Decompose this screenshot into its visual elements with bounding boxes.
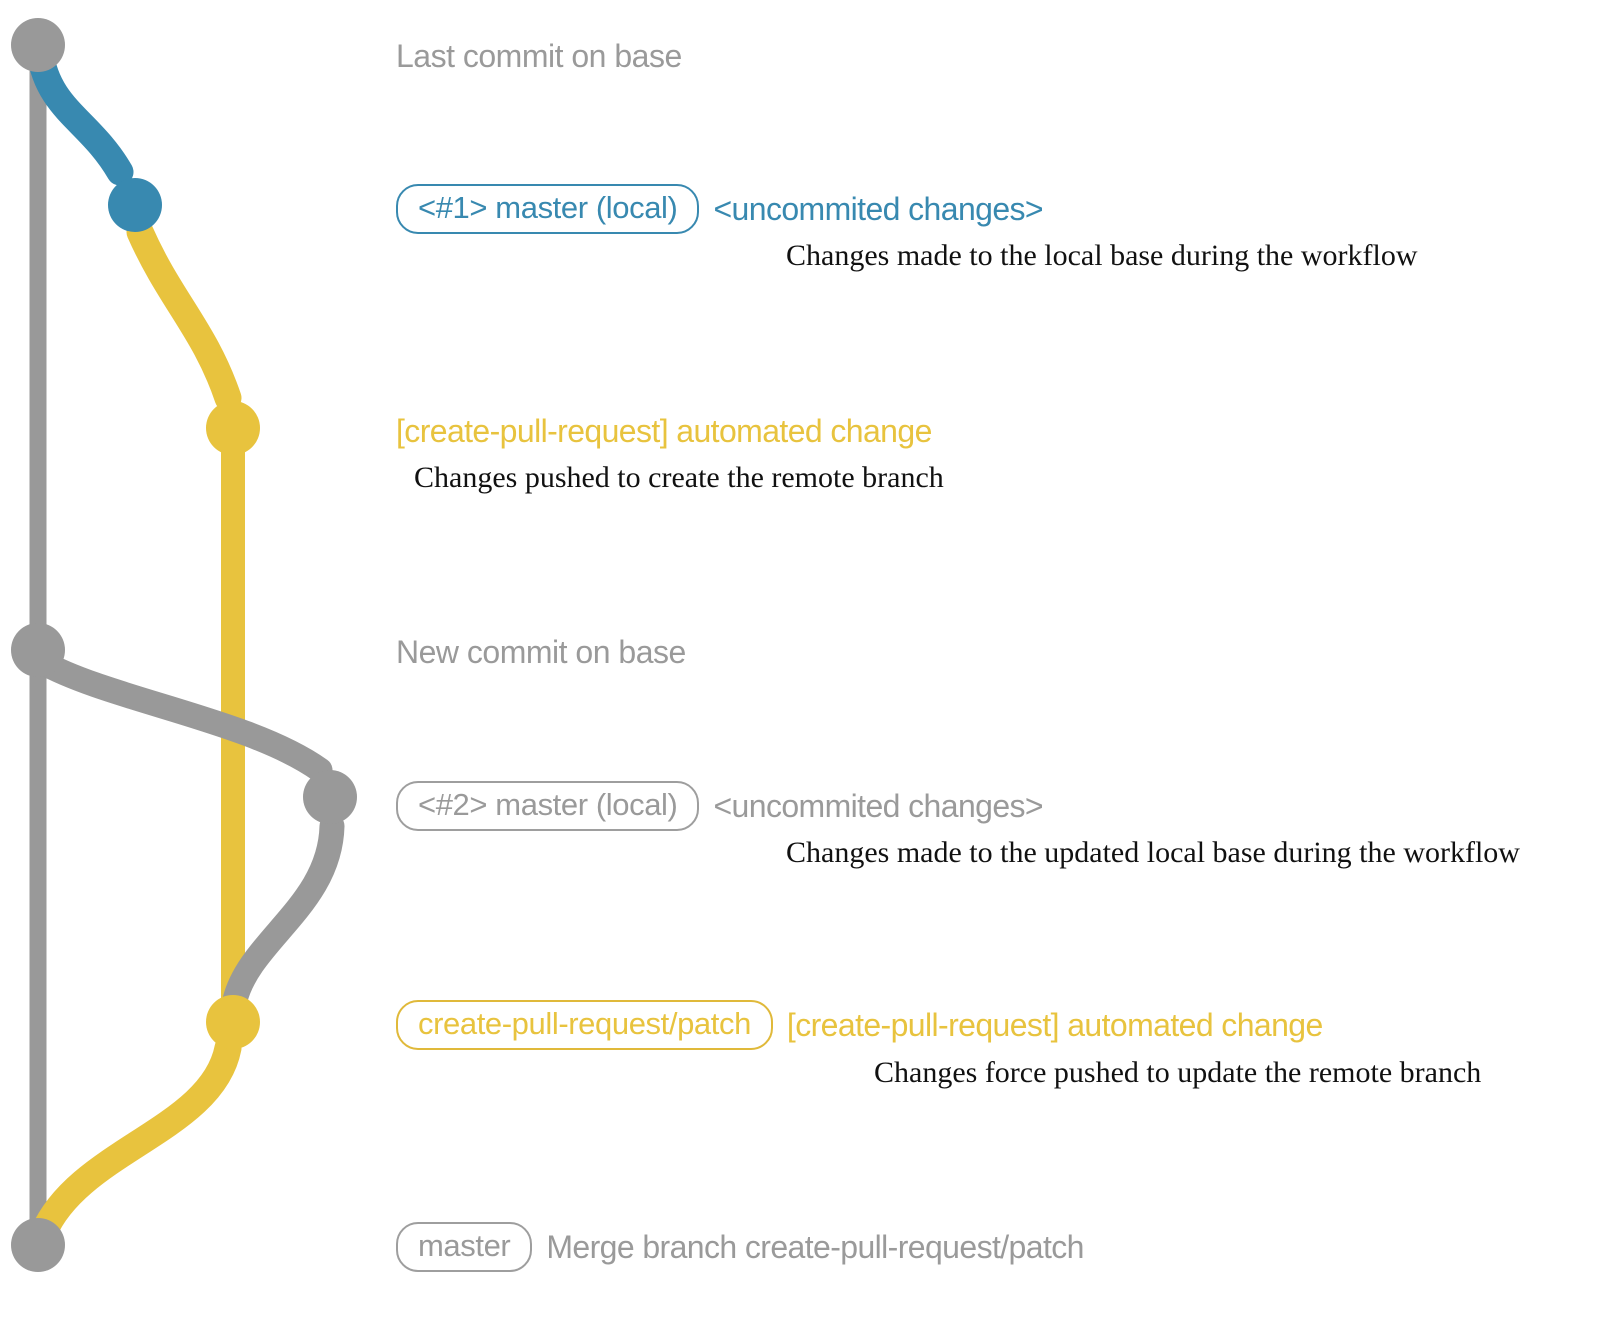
edge-remote2-to-merge bbox=[30, 1034, 242, 1246]
edge-local2-to-remote2 bbox=[222, 813, 345, 1013]
branch-badge-create-pull-request-patch[interactable]: create-pull-request/patch bbox=[396, 1000, 773, 1050]
commit-node-master-local-2[interactable] bbox=[303, 770, 357, 824]
row-merge-commit-main: master Merge branch create-pull-request/… bbox=[396, 1222, 1084, 1272]
commit-node-automated-change-1[interactable] bbox=[206, 401, 260, 455]
edge-base2-to-local2 bbox=[29, 649, 333, 783]
commit-node-last-commit-on-base[interactable] bbox=[11, 18, 65, 72]
row-merge-commit: master Merge branch create-pull-request/… bbox=[396, 1222, 1084, 1272]
row-master-local-2-main: <#2> master (local) <uncommited changes> bbox=[396, 781, 1044, 831]
label-last-commit-on-base: Last commit on base bbox=[396, 38, 682, 74]
note-automated-change-2: Changes force pushed to update the remot… bbox=[874, 1056, 1482, 1089]
commit-node-new-commit-on-base[interactable] bbox=[11, 623, 65, 677]
commit-node-master-local-1[interactable] bbox=[108, 178, 162, 232]
branch-badge-master[interactable]: master bbox=[396, 1222, 533, 1272]
label-new-commit-on-base: New commit on base bbox=[396, 634, 686, 670]
row-automated-change-2: create-pull-request/patch [create-pull-r… bbox=[396, 1000, 1323, 1050]
row-master-local-1: <#1> master (local) <uncommited changes> bbox=[396, 184, 1044, 234]
commit-node-automated-change-2[interactable] bbox=[206, 995, 260, 1049]
branch-badge-master-local-1[interactable]: <#1> master (local) bbox=[396, 184, 700, 234]
commit-graph bbox=[11, 18, 357, 1272]
edge-local1-to-remote1 bbox=[126, 218, 242, 412]
commit-subject-automated-change-2: [create-pull-request] automated change bbox=[786, 1007, 1323, 1043]
commit-subject-automated-change-1: [create-pull-request] automated change bbox=[396, 413, 932, 449]
row-automated-change-2-main: create-pull-request/patch [create-pull-r… bbox=[396, 1000, 1323, 1050]
row-master-local-2: <#2> master (local) <uncommited changes> bbox=[396, 781, 1044, 831]
commit-subject-master-local-1: <uncommited changes> bbox=[713, 191, 1044, 227]
commit-subject-merge: Merge branch create-pull-request/patch bbox=[546, 1229, 1084, 1265]
note-automated-change-1: Changes pushed to create the remote bran… bbox=[414, 461, 944, 494]
branch-badge-master-local-2[interactable]: <#2> master (local) bbox=[396, 781, 700, 831]
row-master-local-1-main: <#1> master (local) <uncommited changes> bbox=[396, 184, 1044, 234]
commit-subject-master-local-2: <uncommited changes> bbox=[713, 788, 1044, 824]
note-master-local-2: Changes made to the updated local base d… bbox=[786, 836, 1520, 869]
note-master-local-1: Changes made to the local base during th… bbox=[786, 239, 1418, 272]
commit-node-merge[interactable] bbox=[11, 1218, 65, 1272]
